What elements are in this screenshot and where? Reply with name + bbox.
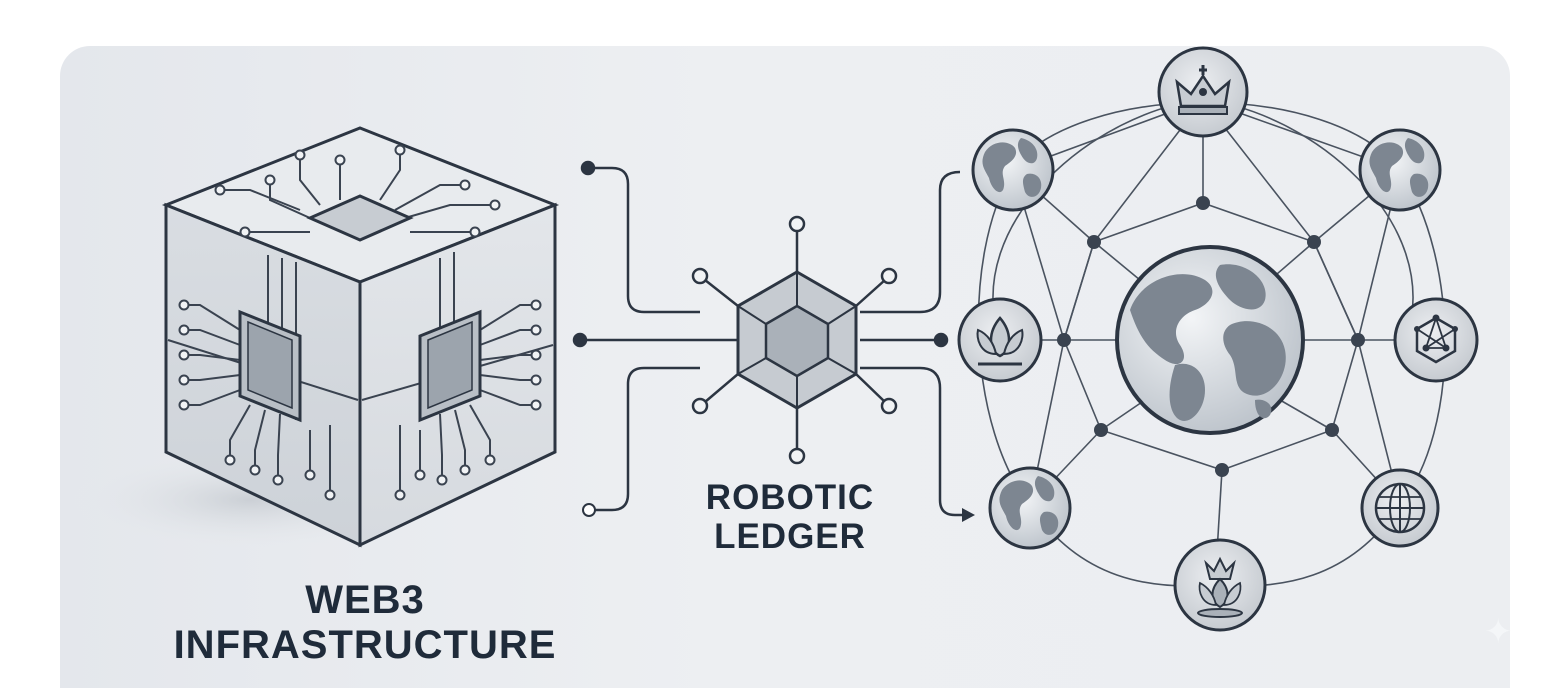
crown-icon [1159, 48, 1247, 136]
robotic-ledger-label: ROBOTIC LEDGER [660, 478, 920, 556]
ledger-label-line1: ROBOTIC [660, 478, 920, 517]
globe-top-left [973, 130, 1053, 210]
lotus-icon [959, 299, 1041, 381]
connector-lines-left [574, 162, 740, 516]
globe-grid-icon [1362, 470, 1438, 546]
circuit-cube [70, 128, 555, 550]
global-network [959, 48, 1477, 630]
web3-label-line2: INFRASTRUCTURE [140, 623, 590, 668]
ledger-label-line2: LEDGER [660, 517, 920, 556]
crown-lotus-icon [1175, 540, 1265, 630]
globe-top-right [1360, 130, 1440, 210]
connector-lines-right [860, 172, 975, 522]
network-hex-icon [1395, 299, 1477, 381]
globe-bottom-left [990, 468, 1070, 548]
web3-infrastructure-label: WEB3 INFRASTRUCTURE [140, 578, 590, 668]
web3-label-line1: WEB3 [140, 578, 590, 623]
sparkle-icon: ✦ [1484, 612, 1513, 652]
central-globe [1117, 247, 1303, 433]
